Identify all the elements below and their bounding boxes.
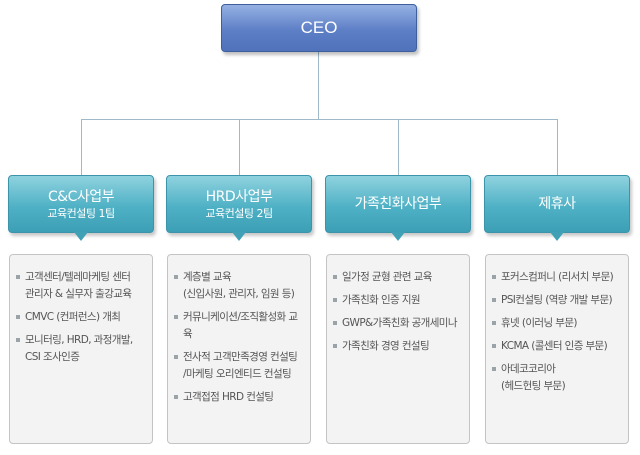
list-item: CMVC (컨퍼런스) 개최 [16, 309, 148, 326]
department-box-cc: C&C사업부 교육컨설팅 1팀 [8, 175, 154, 233]
department-box-partners: 제휴사 [484, 175, 630, 233]
department-subtitle: 교육컨설팅 2팀 [205, 206, 273, 220]
list-item: 휴넷 (이러닝 부문) [492, 315, 624, 332]
department-connector-drop-1 [81, 119, 82, 175]
department-detail-panel-hrd: 계층별 교육 (신입사원, 관리자, 임원 등) 커뮤니케이션/조직활성화 교육… [167, 254, 311, 444]
arrow-down-icon [391, 232, 405, 241]
list-item: PSI컨설팅 (역량 개발 부문) [492, 292, 624, 309]
department-box-hrd: HRD사업부 교육컨설팅 2팀 [166, 175, 312, 233]
list-item: 포커스컴퍼니 (리서치 부문) [492, 269, 624, 286]
department-detail-panel-cc: 고객센터/텔레마케팅 센터 관리자 & 실무자 출강교육 CMVC (컨퍼런스)… [9, 254, 153, 444]
department-title: 제휴사 [538, 196, 576, 212]
list-item: 모니터링, HRD, 과정개발, CSI 조사인증 [16, 332, 148, 366]
department-connector-drop-2 [239, 119, 240, 175]
arrow-down-icon [74, 232, 88, 241]
list-item: 고객접점 HRD 컨설팅 [174, 389, 306, 406]
list-item: 커뮤니케이션/조직활성화 교육 [174, 309, 306, 343]
department-detail-panel-partners: 포커스컴퍼니 (리서치 부문) PSI컨설팅 (역량 개발 부문) 휴넷 (이러… [485, 254, 629, 444]
department-title: HRD사업부 [205, 188, 273, 205]
department-subtitle: 교육컨설팅 1팀 [47, 206, 115, 220]
ceo-label: CEO [300, 18, 338, 37]
department-connector-horizontal [81, 119, 558, 120]
arrow-down-icon [232, 232, 246, 241]
list-item: 일가정 균형 관련 교육 [333, 269, 465, 286]
list-item: 아데코코리아 (헤드헌팅 부문) [492, 361, 624, 395]
arrow-down-icon [550, 232, 564, 241]
ceo-box: CEO [221, 4, 417, 52]
department-title: C&C사업부 [47, 188, 115, 205]
department-connector-drop-3 [398, 119, 399, 175]
list-item: 가족친화 인증 지원 [333, 292, 465, 309]
ceo-connector-vertical [318, 52, 319, 120]
list-item: 계층별 교육 (신입사원, 관리자, 임원 등) [174, 269, 306, 303]
department-connector-drop-4 [557, 119, 558, 175]
list-item: 전사적 고객만족경영 컨설팅 /마케팅 오리엔티드 컨설팅 [174, 349, 306, 383]
list-item: KCMA (콜센터 인증 부문) [492, 338, 624, 355]
department-box-family: 가족친화사업부 [325, 175, 471, 233]
department-title: 가족친화사업부 [354, 196, 442, 212]
list-item: 고객센터/텔레마케팅 센터 관리자 & 실무자 출강교육 [16, 269, 148, 303]
list-item: 가족친화 경영 컨설팅 [333, 338, 465, 355]
department-detail-panel-family: 일가정 균형 관련 교육 가족친화 인증 지원 GWP&가족친화 공개세미나 가… [326, 254, 470, 444]
list-item: GWP&가족친화 공개세미나 [333, 315, 465, 332]
